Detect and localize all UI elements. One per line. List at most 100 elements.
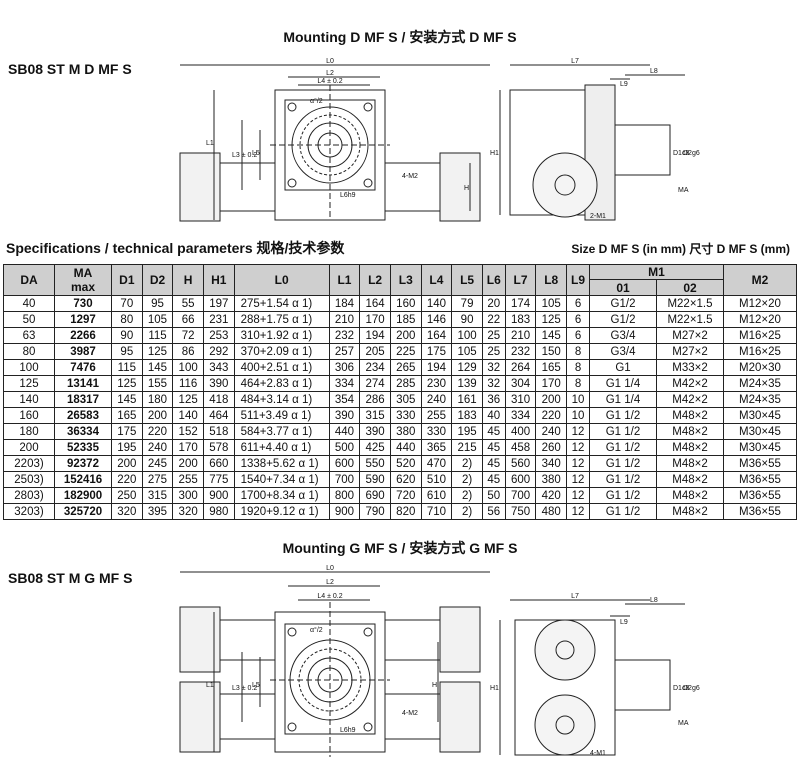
table-cell-m1b: M22×1.5 bbox=[656, 311, 724, 328]
table-cell-l6: 22 bbox=[481, 311, 506, 328]
table-cell-l8: 165 bbox=[535, 359, 568, 376]
table-cell-l4: 240 bbox=[420, 391, 453, 408]
table-cell-l8: 240 bbox=[535, 423, 568, 440]
table-cell-ma: 182900 bbox=[54, 487, 112, 504]
table-cell-ma: 92372 bbox=[54, 455, 112, 472]
table-cell-h1: 390 bbox=[202, 375, 235, 392]
table-cell-l3: 265 bbox=[389, 359, 422, 376]
table-cell-l8: 125 bbox=[535, 311, 568, 328]
table-cell-l9: 8 bbox=[566, 375, 590, 392]
table-cell-h: 125 bbox=[172, 391, 204, 408]
table-cell-l1: 800 bbox=[328, 487, 361, 504]
col-l1: L1 bbox=[328, 264, 361, 296]
section2-title: Mounting G MF S / 安装方式 G MF S bbox=[282, 540, 518, 556]
table-cell-l8: 105 bbox=[535, 295, 568, 312]
col-m1-01: 01 bbox=[589, 279, 657, 296]
table-cell-l1: 184 bbox=[328, 295, 361, 312]
table-cell-l2: 205 bbox=[359, 343, 391, 360]
dim-l9: L9 bbox=[620, 81, 628, 88]
size-note: Size D MF S (in mm) 尺寸 D MF S (mm) bbox=[571, 242, 790, 256]
alpha-label: α°/2 bbox=[310, 97, 323, 105]
table-cell-l1: 900 bbox=[328, 503, 361, 520]
table-cell-d2: 200 bbox=[141, 407, 174, 424]
table-cell-l6: 45 bbox=[481, 455, 506, 472]
table-cell-l4: 140 bbox=[420, 295, 453, 312]
table-cell-da: 180 bbox=[3, 423, 55, 440]
table-cell-l3: 185 bbox=[389, 311, 422, 328]
dim-d2g6: D2g6 bbox=[683, 150, 700, 157]
table-cell-l0: 400+2.51 α 1) bbox=[233, 359, 330, 376]
table-cell-l7: 560 bbox=[504, 455, 537, 472]
table-cell-l9: 12 bbox=[566, 487, 590, 504]
table-cell-h1: 578 bbox=[202, 439, 235, 456]
dim-g-l9: L9 bbox=[620, 619, 628, 626]
table-cell-l1: 354 bbox=[328, 391, 361, 408]
table-cell-l1: 334 bbox=[328, 375, 361, 392]
col-d2: D2 bbox=[141, 264, 174, 296]
table-cell-l8: 380 bbox=[535, 471, 568, 488]
table-cell-l9: 12 bbox=[566, 439, 590, 456]
dim-h1: H1 bbox=[490, 150, 499, 157]
table-cell-ma: 152416 bbox=[54, 471, 112, 488]
table-cell-l4: 164 bbox=[420, 327, 453, 344]
table-cell-l3: 330 bbox=[389, 407, 422, 424]
table-cell-d2: 155 bbox=[141, 375, 174, 392]
table-cell-m1b: M33×2 bbox=[656, 359, 724, 376]
table-cell-d1: 320 bbox=[111, 503, 143, 520]
table-cell-m1a: G1 1/2 bbox=[589, 423, 657, 440]
table-cell-d1: 220 bbox=[111, 471, 143, 488]
table-cell-m1b: M27×2 bbox=[656, 343, 724, 360]
table-cell-l2: 425 bbox=[359, 439, 391, 456]
table-cell-l2: 194 bbox=[359, 327, 391, 344]
table-cell-m2: M30×45 bbox=[723, 407, 797, 424]
table-cell-l9: 10 bbox=[566, 407, 590, 424]
table-cell-l7: 210 bbox=[504, 327, 537, 344]
table-cell-d1: 80 bbox=[111, 311, 143, 328]
table-cell-l8: 150 bbox=[535, 343, 568, 360]
table-cell-l3: 380 bbox=[389, 423, 422, 440]
col-da: DA bbox=[3, 264, 55, 296]
dim-l4: L4 ± 0.2 bbox=[317, 78, 342, 85]
table-cell-ma: 730 bbox=[54, 295, 112, 312]
table-cell-da: 50 bbox=[3, 311, 55, 328]
table-cell-da: 100 bbox=[3, 359, 55, 376]
table-cell-d1: 175 bbox=[111, 423, 143, 440]
table-cell-l4: 710 bbox=[420, 503, 453, 520]
table-cell-l5: 215 bbox=[451, 439, 483, 456]
table-cell-l2: 274 bbox=[359, 375, 391, 392]
table-cell-ma: 52335 bbox=[54, 439, 112, 456]
table-cell-m2: M16×25 bbox=[723, 327, 797, 344]
table-cell-l5: 79 bbox=[451, 295, 483, 312]
table-cell-h1: 900 bbox=[202, 487, 235, 504]
col-l2: L2 bbox=[359, 264, 391, 296]
col-l3: L3 bbox=[389, 264, 422, 296]
table-cell-m1b: M42×2 bbox=[656, 391, 724, 408]
table-cell-l9: 6 bbox=[566, 311, 590, 328]
table-cell-l6: 56 bbox=[481, 503, 506, 520]
table-cell-l0: 1700+8.34 α 1) bbox=[233, 487, 330, 504]
table-cell-l9: 12 bbox=[566, 455, 590, 472]
dim-g-4m1: 4-M1 bbox=[590, 750, 606, 757]
table-cell-da: 160 bbox=[3, 407, 55, 424]
table-cell-l0: 1920+9.12 α 1) bbox=[233, 503, 330, 520]
table-cell-l4: 510 bbox=[420, 471, 453, 488]
table-cell-l4: 194 bbox=[420, 359, 453, 376]
table-cell-m2: M20×30 bbox=[723, 359, 797, 376]
table-cell-ma: 3987 bbox=[54, 343, 112, 360]
table-cell-h1: 660 bbox=[202, 455, 235, 472]
table-cell-da: 80 bbox=[3, 343, 55, 360]
table-cell-da: 2503) bbox=[3, 471, 55, 488]
table-cell-l0: 1540+7.34 α 1) bbox=[233, 471, 330, 488]
table-cell-l7: 700 bbox=[504, 487, 537, 504]
table-cell-l8: 340 bbox=[535, 455, 568, 472]
table-cell-m1a: G1 1/4 bbox=[589, 375, 657, 392]
col-l5: L5 bbox=[451, 264, 483, 296]
table-cell-l0: 288+1.75 α 1) bbox=[233, 311, 330, 328]
table-cell-d2: 115 bbox=[141, 327, 174, 344]
table-cell-l4: 255 bbox=[420, 407, 453, 424]
